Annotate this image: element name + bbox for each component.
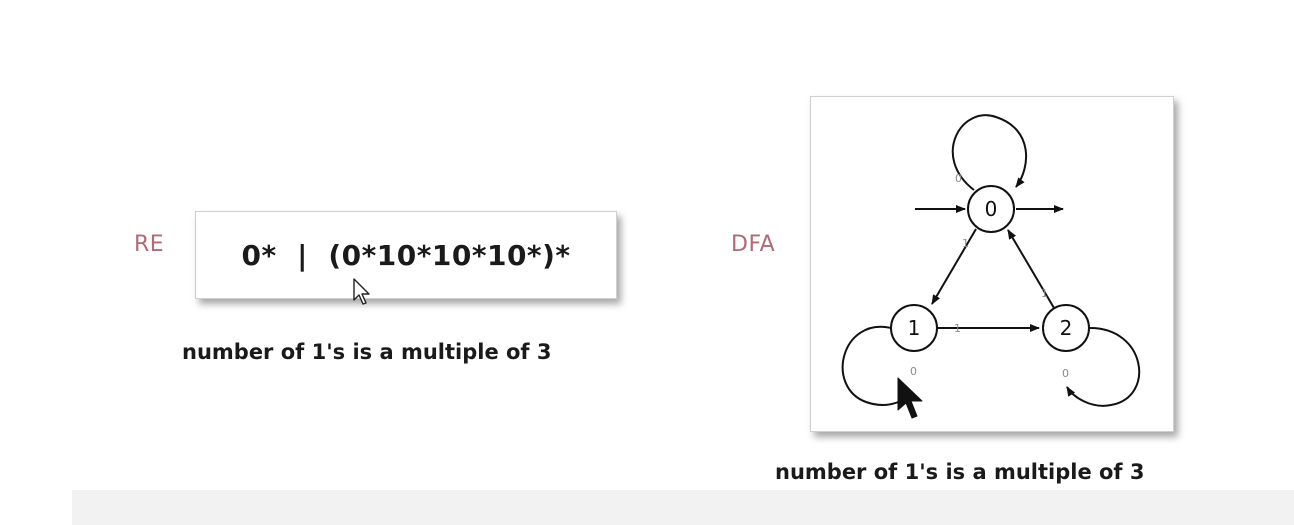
arrow-cursor-icon — [897, 377, 923, 419]
edge-0-to-1 — [931, 228, 977, 305]
self-loop-1 — [841, 325, 908, 406]
state-2: 2 — [1042, 304, 1090, 352]
edge-label-1-1: 0 — [910, 365, 917, 378]
edge-label-2-0: 1 — [1041, 287, 1048, 300]
state-0: 0 — [967, 185, 1015, 233]
self-loop-2 — [1066, 326, 1141, 407]
re-expression-box: 0* | (0*10*10*10*)* — [195, 211, 617, 299]
dfa-tag: DFA — [731, 232, 776, 257]
edge-label-0-1: 1 — [962, 237, 969, 250]
state-2-label: 2 — [1060, 316, 1073, 340]
edge-label-0-0: 0 — [955, 172, 962, 185]
re-tag: RE — [134, 232, 165, 257]
edge-label-2-2: 0 — [1062, 367, 1069, 380]
mouse-pointer-icon — [353, 278, 370, 305]
state-1: 1 — [890, 304, 938, 352]
edge-label-1-2: 1 — [954, 322, 961, 335]
bottom-band — [72, 490, 1294, 525]
dfa-caption: number of 1's is a multiple of 3 — [775, 460, 1145, 484]
re-expression: 0* | (0*10*10*10*)* — [241, 238, 571, 272]
edge-2-to-0 — [1007, 229, 1055, 309]
re-caption: number of 1's is a multiple of 3 — [182, 340, 552, 364]
state-1-label: 1 — [908, 316, 921, 340]
dfa-graph: 0 1 1 1 0 0 0 1 2 — [841, 114, 1141, 407]
state-0-label: 0 — [985, 197, 998, 221]
dfa-diagram: 0 1 1 1 0 0 0 1 2 — [810, 96, 1174, 432]
self-loop-0 — [951, 114, 1027, 191]
